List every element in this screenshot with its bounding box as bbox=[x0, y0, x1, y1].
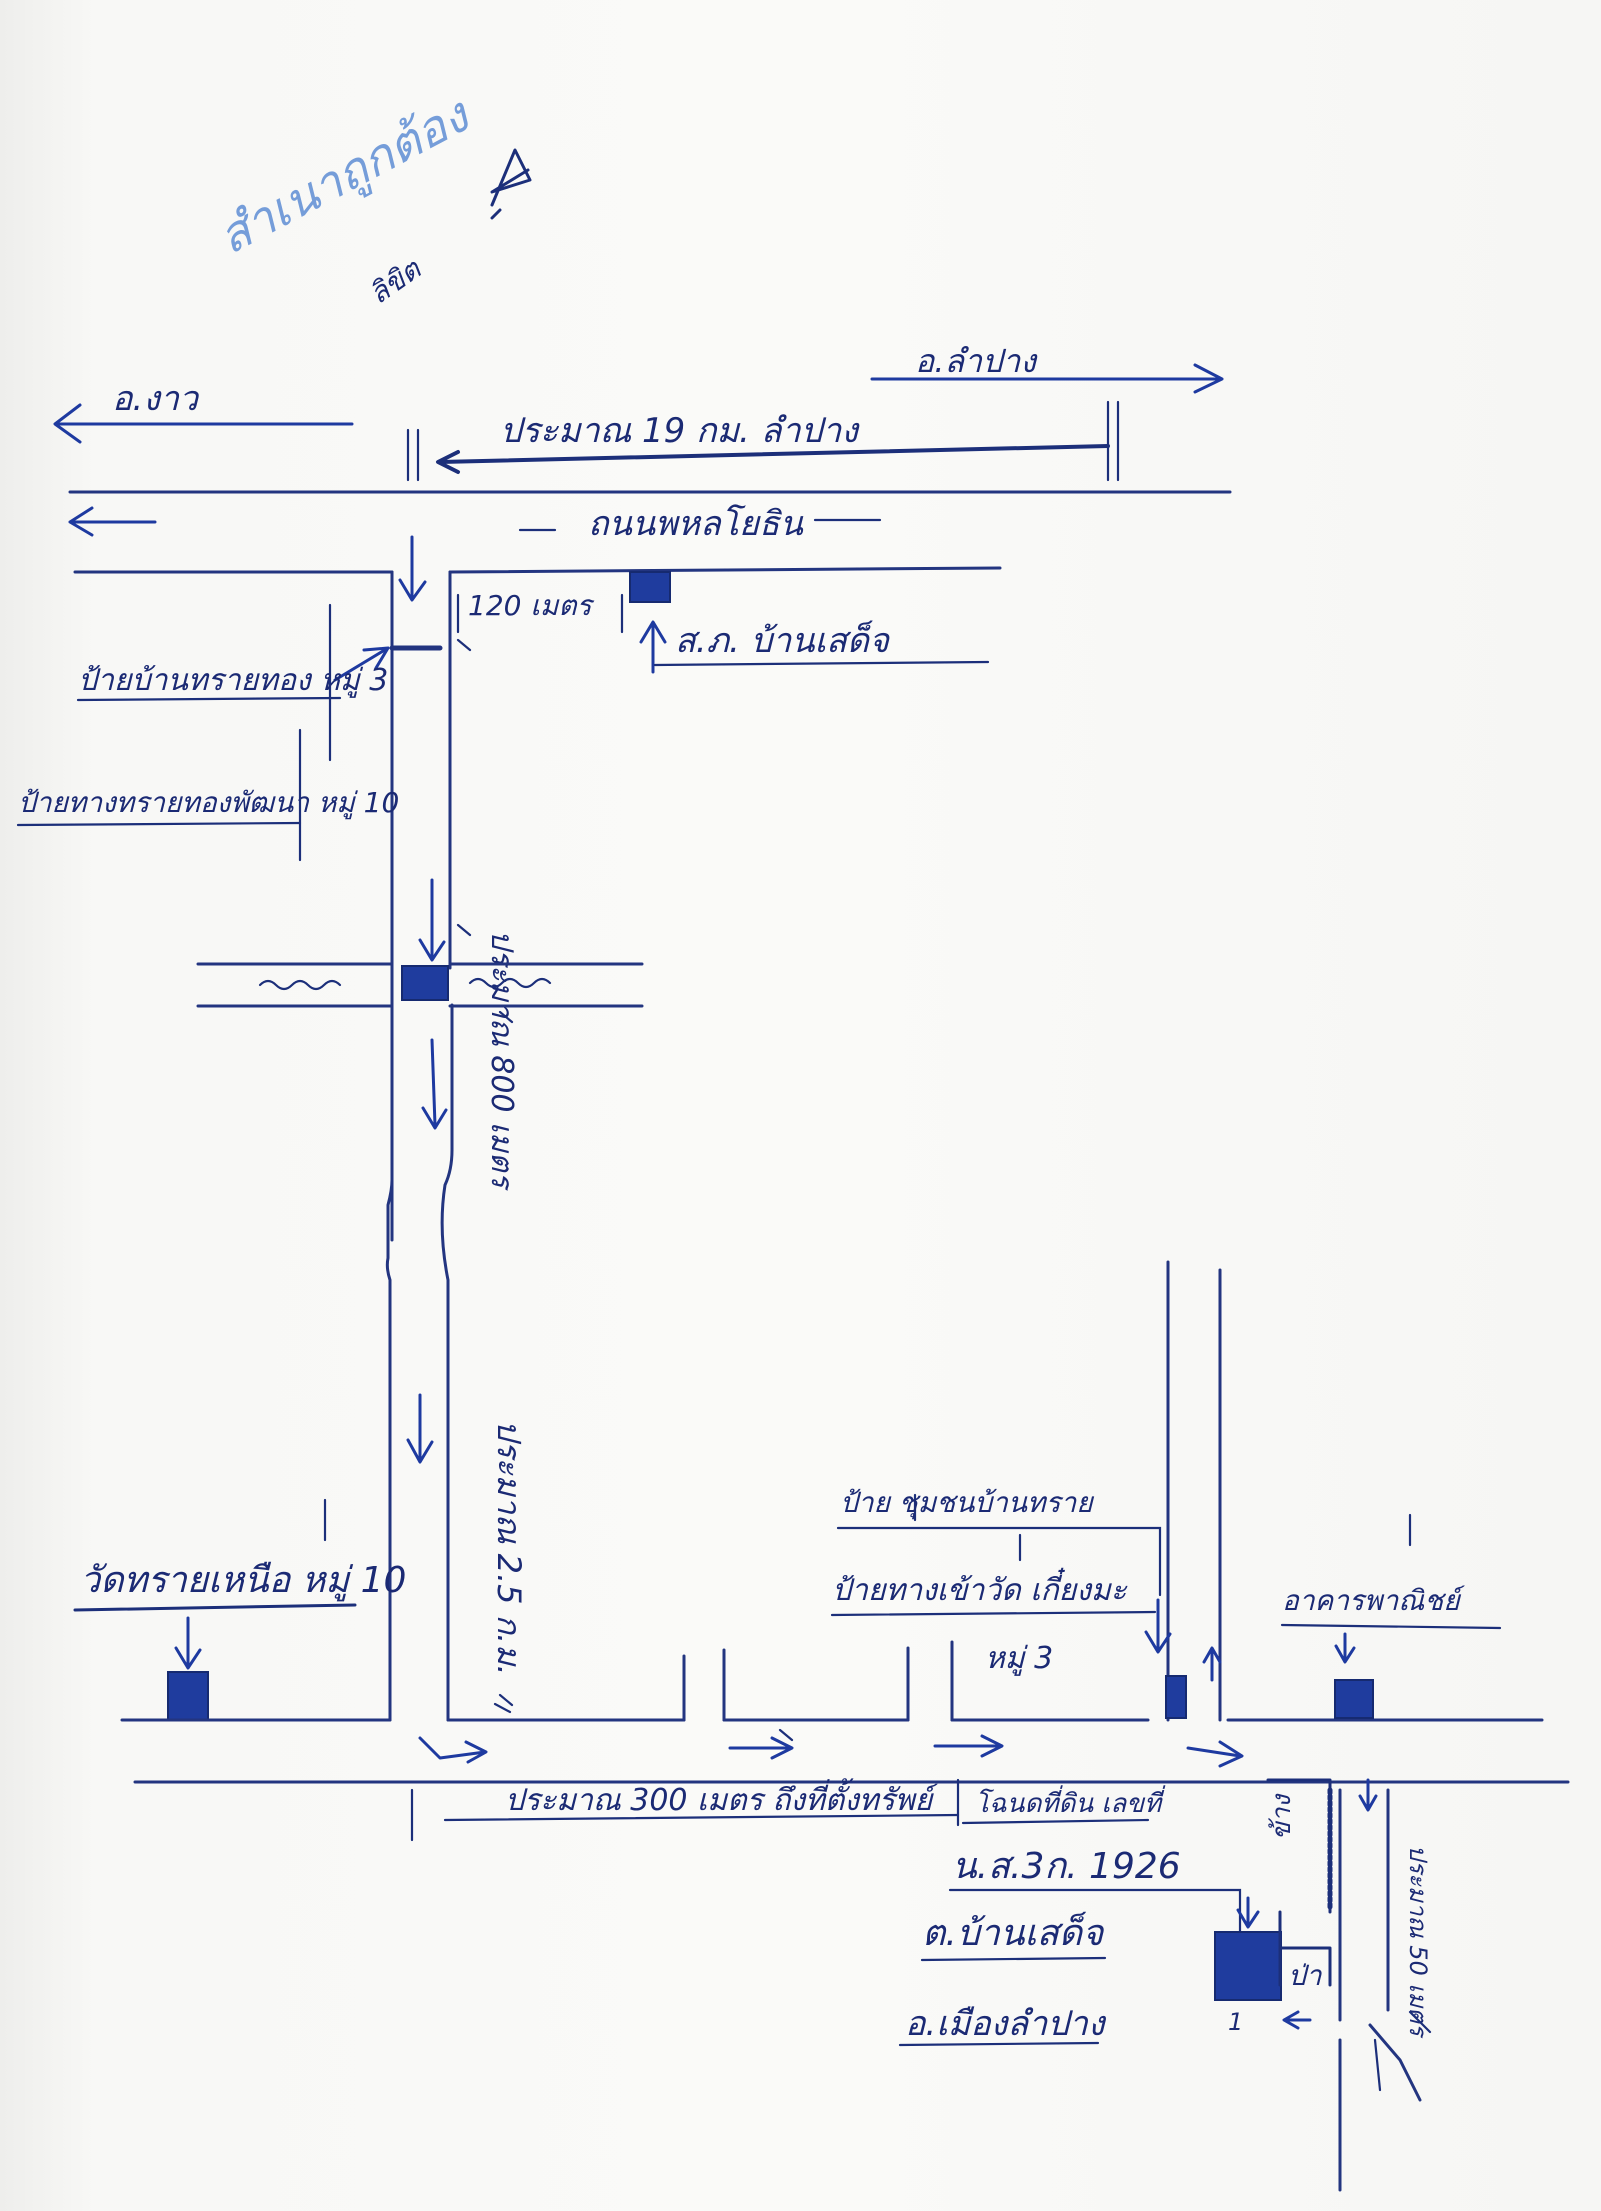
east-dash bbox=[1373, 2010, 1432, 2092]
arrow-turn-down bbox=[398, 535, 427, 602]
village-10-underline bbox=[16, 821, 302, 827]
arrow-property-bottom bbox=[1282, 2010, 1312, 2030]
tick-19km-left bbox=[406, 428, 420, 482]
arrow-building bbox=[1334, 1632, 1356, 1664]
canal-wave-right bbox=[468, 977, 552, 989]
arrow-right-town bbox=[870, 363, 1224, 394]
label-property-title: โฉนดที่ดิน เลขที่ bbox=[975, 1785, 1166, 1819]
label-property-mark: 1 bbox=[1228, 2008, 1243, 2036]
label-temple: วัดทรายเหนือ หมู่ 10 bbox=[80, 1560, 406, 1602]
label-community-sign: ป้าย ชุมชนบ้านทราย bbox=[840, 1486, 1094, 1520]
arrow-highway-west bbox=[68, 506, 157, 537]
label-temple-road-sign: ป้ายทางเข้าวัด เกี๋ยงมะ bbox=[832, 1568, 1128, 1608]
label-right-town: อ.ลำปาง bbox=[915, 342, 1038, 380]
label-building: อาคารพาณิชย์ bbox=[1282, 1584, 1466, 1617]
arrow-left-town bbox=[53, 403, 354, 444]
district-line bbox=[898, 2041, 1100, 2047]
subdistrict-line bbox=[920, 1956, 1107, 1962]
label-distance-2-5km: ประมาณ 2.5 ก.ม. bbox=[490, 1420, 528, 1675]
property-no-line bbox=[948, 1888, 1242, 1934]
label-distance-120m: 120 เมตร bbox=[468, 589, 595, 622]
arrow-ew-1 bbox=[418, 1736, 488, 1764]
signature-note: ลิขิต bbox=[363, 251, 428, 310]
east-road-lower-right bbox=[1368, 2023, 1422, 2102]
certified-stamp: สำเนาถูกต้อง bbox=[209, 86, 481, 267]
label-left-town: อ.งาว bbox=[112, 379, 200, 419]
school-building bbox=[629, 571, 671, 603]
label-distance-300m: ประมาณ 300 เมตร ถึงที่ตั้งทรัพย์ bbox=[505, 1778, 938, 1818]
label-distance-19km: ประมาณ 19 กม. ลำปาง bbox=[500, 411, 860, 451]
arrow-ew-2 bbox=[728, 1736, 794, 1760]
community-sign-line bbox=[836, 1526, 1162, 1597]
dimension-19km bbox=[436, 444, 1110, 474]
arrow-ew-4 bbox=[1186, 1740, 1244, 1768]
building-block bbox=[1334, 1679, 1374, 1719]
arrow-north-road-up bbox=[1202, 1646, 1222, 1682]
temple-road-sign-post bbox=[1165, 1675, 1187, 1719]
arrow-village-3 bbox=[333, 646, 390, 682]
label-village-10: ป้ายทางทรายทองพัฒนา หมู่ 10 bbox=[18, 786, 399, 820]
label-school: ส.ภ. บ้านเสด็จ bbox=[675, 620, 891, 661]
bridge-block bbox=[401, 965, 449, 1001]
school-label-underline bbox=[653, 660, 990, 667]
label-property-no: น.ส.3ก. 1926 bbox=[952, 1846, 1181, 1887]
label-side-road: ข้าง bbox=[1267, 1793, 1297, 1840]
property-boundary bbox=[1266, 1778, 1332, 1987]
tick-19km-right bbox=[1106, 400, 1120, 482]
label-forest: ป่า bbox=[1288, 1959, 1323, 1992]
ns-road-left-curve bbox=[385, 1163, 394, 1722]
ns-dash-2 bbox=[498, 1693, 514, 1707]
label-moo-3: หมู่ 3 bbox=[985, 1641, 1053, 1676]
ew-dash-1 bbox=[493, 1702, 794, 1742]
dimension-300m bbox=[443, 1813, 960, 1822]
label-subdistrict: ต.บ้านเสด็จ bbox=[922, 1911, 1105, 1954]
canal-wave-left bbox=[258, 979, 342, 991]
temple-building bbox=[167, 1671, 209, 1721]
arrow-property bbox=[1236, 1896, 1260, 1929]
arrow-temple-road bbox=[1144, 1598, 1172, 1654]
temple-underline bbox=[73, 1603, 357, 1612]
label-distance-50m: ประมาณ 50 เมตร bbox=[1404, 1845, 1432, 2039]
arrow-ns-3 bbox=[406, 1393, 434, 1464]
arrow-ew-3 bbox=[933, 1734, 1004, 1758]
building-underline bbox=[1280, 1623, 1502, 1630]
property-building bbox=[1214, 1931, 1282, 2001]
arrow-school bbox=[639, 620, 667, 674]
label-highway: ถนนพหลโยธิน bbox=[588, 504, 804, 544]
arrow-ns-1 bbox=[418, 878, 446, 962]
ns-road-right-curve bbox=[440, 1148, 454, 1722]
property-title-line bbox=[961, 1818, 1150, 1825]
temple-road-sign-underline bbox=[830, 1610, 1157, 1617]
signature-mark bbox=[490, 148, 532, 220]
label-distance-800m: ประมาณ 800 เมตร bbox=[484, 930, 519, 1192]
arrow-ns-2 bbox=[421, 1038, 448, 1130]
ns-dash-1 bbox=[456, 638, 514, 1024]
arrow-east-road bbox=[1358, 1778, 1378, 1812]
highway-bottom-edge-right bbox=[448, 566, 1002, 574]
arrow-temple bbox=[174, 1616, 202, 1670]
label-village-3: ป้ายบ้านทรายทอง หมู่ 3 bbox=[78, 663, 388, 698]
village-3-underline bbox=[76, 696, 342, 702]
label-district: อ.เมืองลำปาง bbox=[905, 2004, 1107, 2044]
